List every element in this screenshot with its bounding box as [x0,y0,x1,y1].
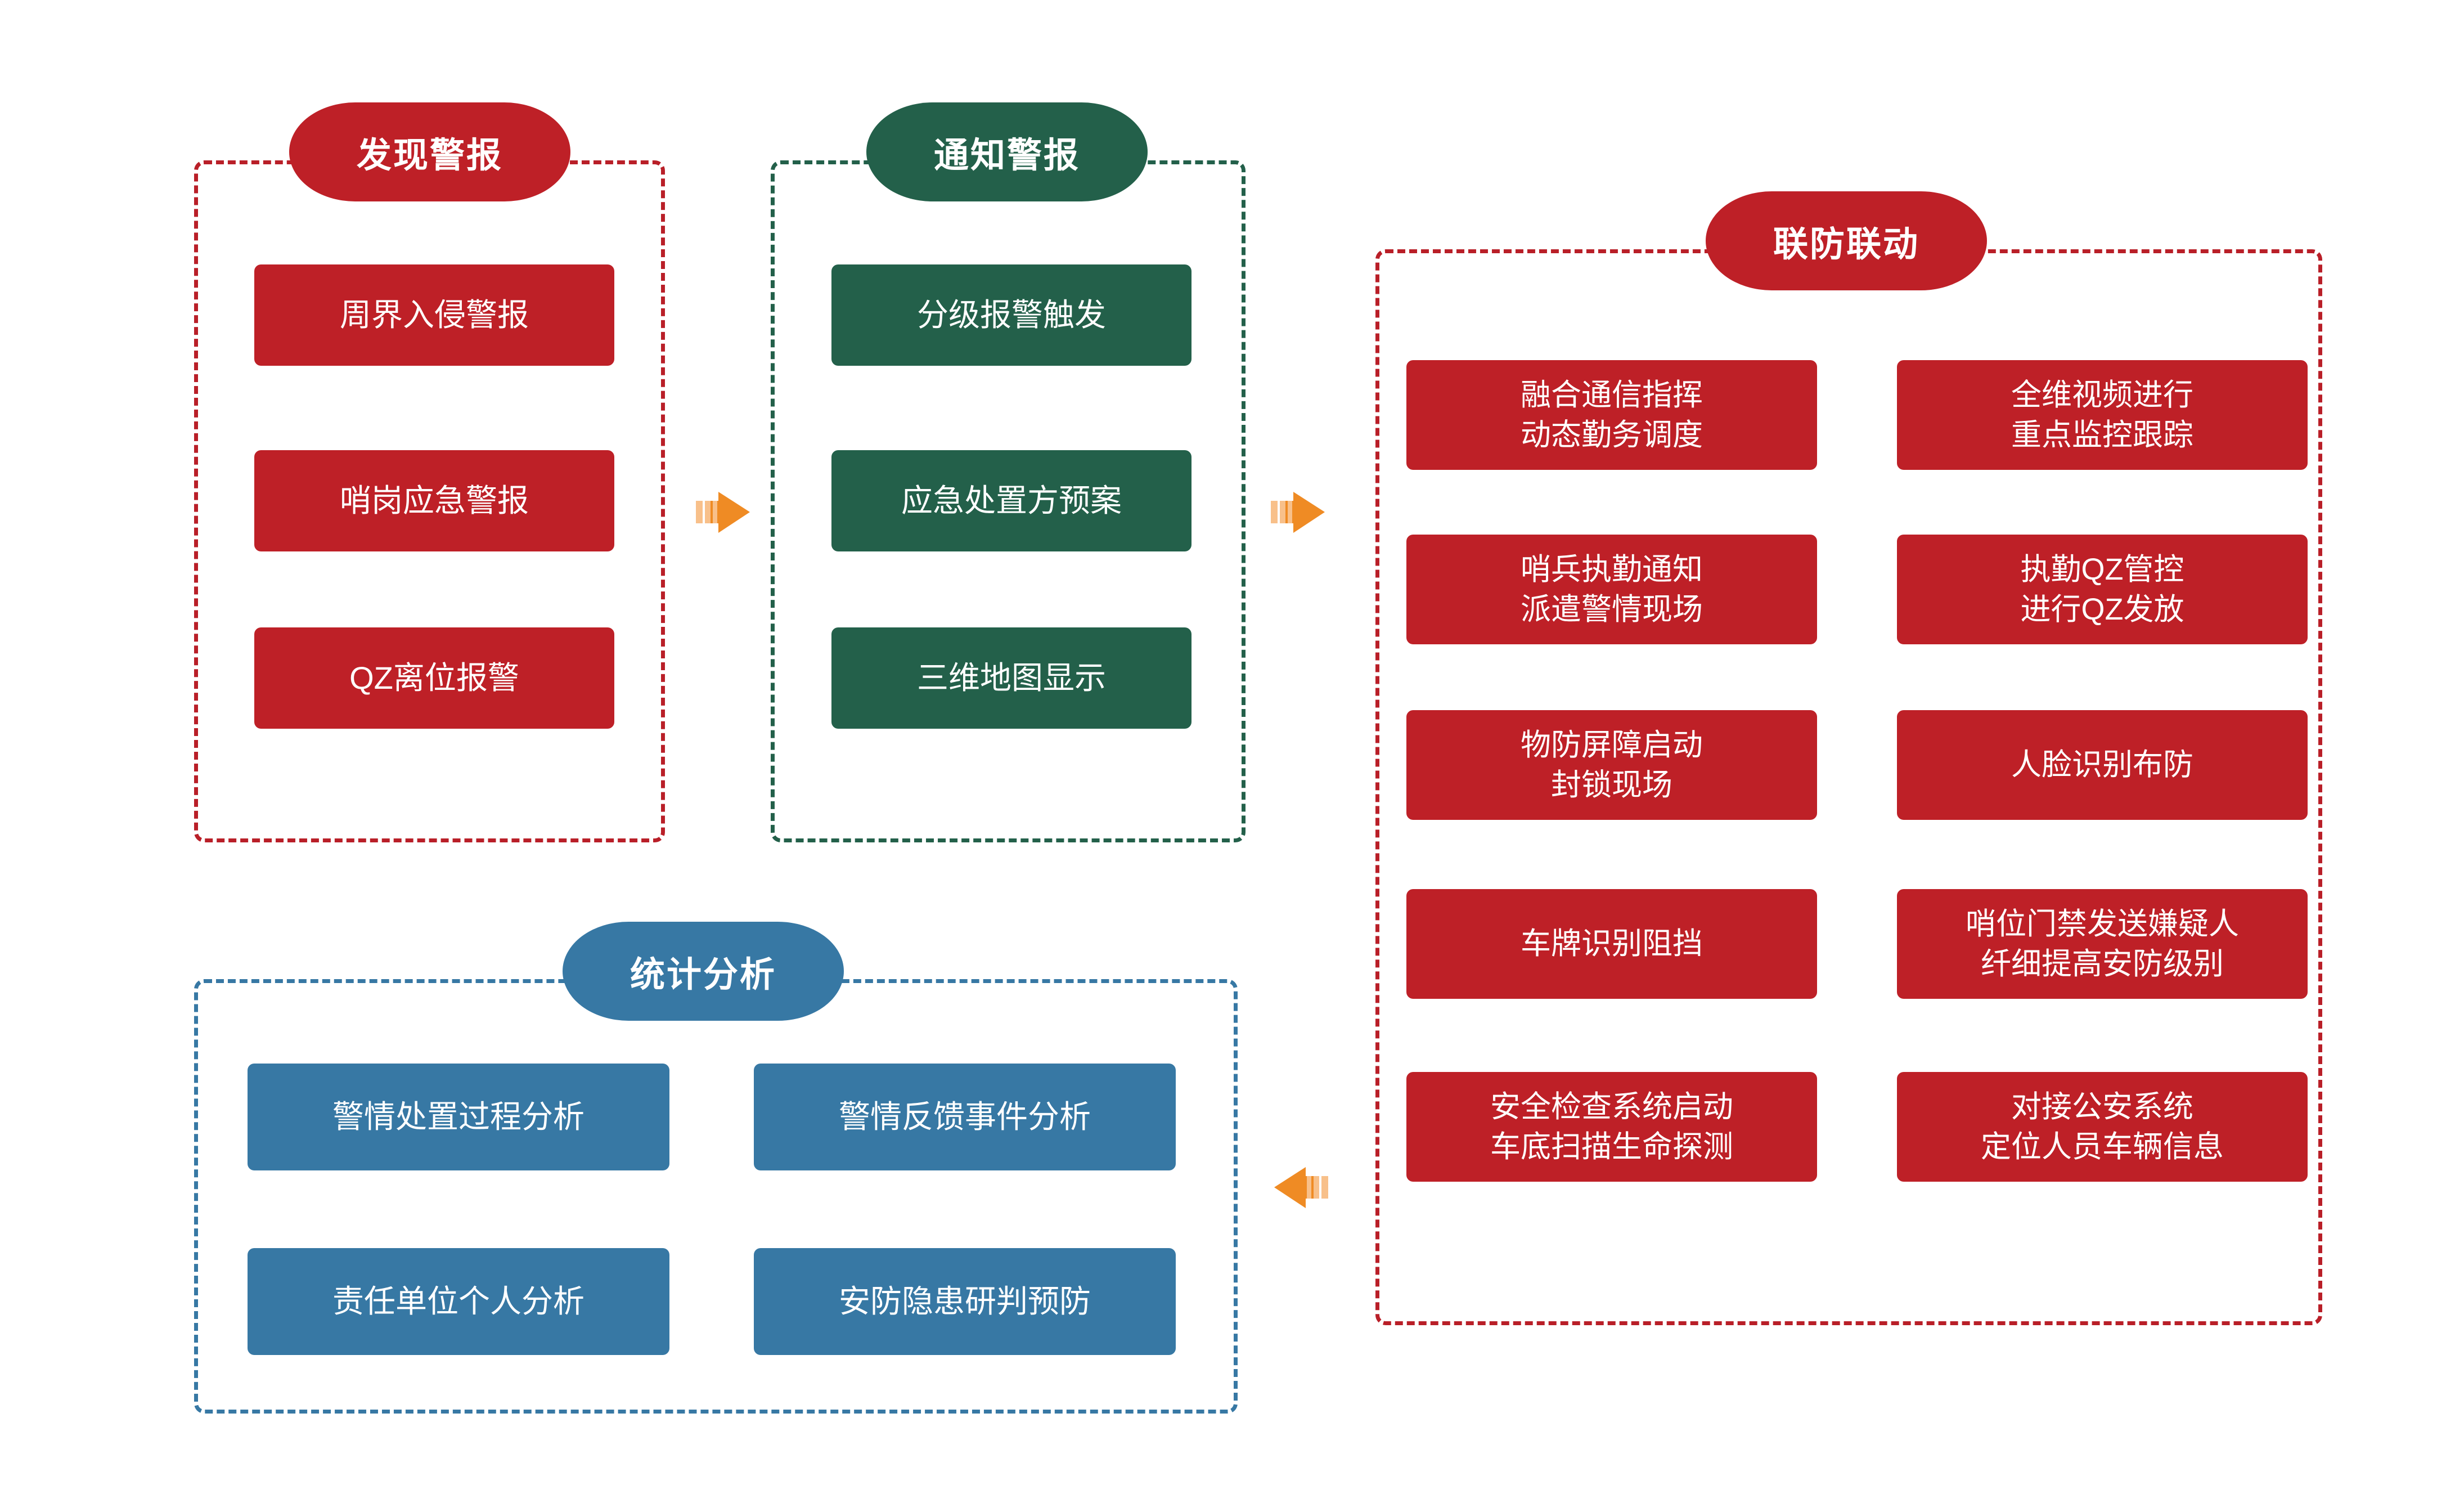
card-joint-left-4-label: 车牌识别阻挡 [1521,927,1703,961]
card-joint-left-1-label: 融合通信指挥 动态勤务调度 [1521,378,1703,452]
card-notify-3[interactable]: 三维地图显示 [831,627,1191,729]
card-joint-right-5[interactable]: 对接公安系统 定位人员车辆信息 [1897,1072,2308,1182]
card-joint-left-5-label: 安全检查系统启动 车底扫描生命探测 [1490,1090,1733,1164]
card-notify-2-label: 应急处置方预案 [901,482,1122,518]
card-discover-1-label: 周界入侵警报 [340,297,529,333]
card-joint-right-2-label: 执勤QZ管控 进行QZ发放 [2020,553,2184,626]
card-joint-right-1[interactable]: 全维视频进行 重点监控跟踪 [1897,360,2308,470]
card-joint-right-5-label: 对接公安系统 定位人员车辆信息 [1981,1090,2224,1164]
card-joint-left-3[interactable]: 物防屏障启动 封锁现场 [1406,710,1817,820]
card-discover-3-label: QZ离位报警 [349,659,519,696]
card-stats-left-1[interactable]: 警情处置过程分析 [248,1064,669,1170]
card-stats-left-2-label: 责任单位个人分析 [332,1283,584,1319]
card-joint-right-1-label: 全维视频进行 重点监控跟踪 [2011,378,2193,452]
card-stats-left-2[interactable]: 责任单位个人分析 [248,1248,669,1355]
card-joint-left-4[interactable]: 车牌识别阻挡 [1406,889,1817,999]
group-header-notify-label: 通知警报 [933,136,1080,175]
group-header-stats[interactable]: 统计分析 [563,922,844,1021]
card-stats-right-1-label: 警情反馈事件分析 [839,1098,1091,1134]
card-notify-2[interactable]: 应急处置方预案 [831,450,1191,551]
card-joint-right-2[interactable]: 执勤QZ管控 进行QZ发放 [1897,535,2308,644]
arrow-joint-to-stats [1269,1158,1330,1217]
card-notify-1[interactable]: 分级报警触发 [831,264,1191,366]
card-stats-right-2-label: 安防隐患研判预防 [839,1283,1091,1319]
card-stats-left-1-label: 警情处置过程分析 [332,1098,584,1134]
card-discover-2-label: 哨岗应急警报 [340,482,529,518]
card-joint-left-3-label: 物防屏障启动 封锁现场 [1521,728,1703,802]
card-joint-right-3-label: 人脸识别布防 [2011,748,2193,782]
group-header-joint-label: 联防联动 [1773,225,1919,264]
card-joint-left-1[interactable]: 融合通信指挥 动态勤务调度 [1406,360,1817,470]
arrow-discover-to-notify [694,483,756,542]
card-joint-left-5[interactable]: 安全检查系统启动 车底扫描生命探测 [1406,1072,1817,1182]
group-header-discover[interactable]: 发现警报 [289,102,570,201]
group-header-joint[interactable]: 联防联动 [1706,191,1987,290]
card-joint-right-4[interactable]: 哨位门禁发送嫌疑人 纤细提高安防级别 [1897,889,2308,999]
group-header-discover-label: 发现警报 [356,136,503,175]
card-joint-right-4-label: 哨位门禁发送嫌疑人 纤细提高安防级别 [1966,907,2239,981]
card-discover-2[interactable]: 哨岗应急警报 [254,450,614,551]
card-notify-3-label: 三维地图显示 [917,659,1106,696]
card-discover-3[interactable]: QZ离位报警 [254,627,614,729]
group-header-notify[interactable]: 通知警报 [866,102,1148,201]
card-joint-left-2-label: 哨兵执勤通知 派遣警情现场 [1521,553,1703,626]
card-stats-right-2[interactable]: 安防隐患研判预防 [754,1248,1176,1355]
arrow-notify-to-joint [1269,483,1330,542]
card-stats-right-1[interactable]: 警情反馈事件分析 [754,1064,1176,1170]
card-discover-1[interactable]: 周界入侵警报 [254,264,614,366]
card-joint-right-3[interactable]: 人脸识别布防 [1897,710,2308,820]
card-joint-left-2[interactable]: 哨兵执勤通知 派遣警情现场 [1406,535,1817,644]
card-notify-1-label: 分级报警触发 [917,297,1106,333]
group-header-stats-label: 统计分析 [630,955,776,994]
